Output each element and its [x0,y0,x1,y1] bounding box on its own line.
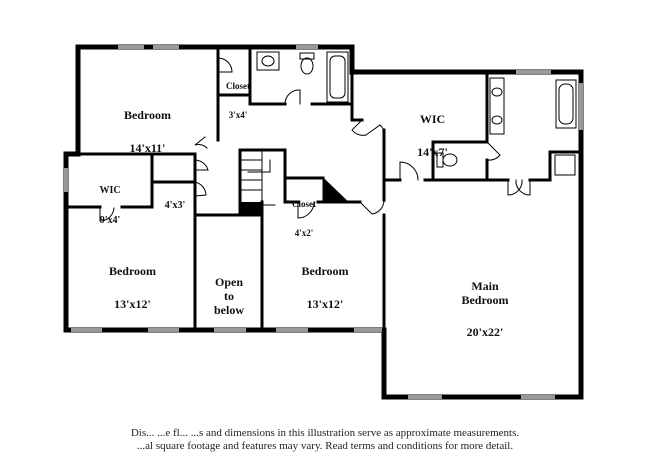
room-bedroom-center: Bedroom 13'x12' [275,247,375,330]
room-main-bedroom: Main Bedroom 20'x22' [430,262,540,359]
room-name: Bedroom [301,264,349,279]
room-name: WIC [419,112,446,127]
room-name: WIC [99,185,121,197]
room-wic-w: WIC 9'x4' [80,167,140,245]
disclaimer: Dis... ...e fl... ...s and dimensions in… [0,427,650,453]
room-closet-nw: Closet 3'x4' [218,63,258,139]
room-name: Closet [226,81,250,92]
room-dimensions: 4'x3' [164,199,186,211]
disclaimer-line-1: Dis... ...e fl... ...s and dimensions in… [130,427,520,439]
room-dimensions: 3'x4' [228,110,248,121]
room-dimensions: 14'x7' [417,144,448,159]
room-bedroom-nw: Bedroom 14'x11' [100,91,195,174]
room-closet-small: 4'x3' [155,163,195,230]
room-name: Bedroom [123,108,172,123]
room-dimensions: 14'x11' [129,140,166,155]
room-dimensions: 13'x12' [306,296,344,311]
room-dimensions: 9'x4' [99,215,121,227]
wall-outer-east [259,69,584,400]
room-closet-center: Closet 4'x2' [285,181,323,257]
room-name: Main Bedroom [461,279,509,308]
room-wic-e: WIC 14'x7' [395,95,470,178]
room-name: Open to below [214,275,244,317]
room-name: Closet [292,199,316,210]
room-open-to-below: Open to below [198,258,260,336]
room-dimensions: 13'x12' [114,296,151,311]
room-name: Bedroom [108,264,157,279]
room-bedroom-sw: Bedroom 13'x12' [85,247,180,330]
room-dimensions: 4'x2' [294,228,314,239]
room-dimensions: 20'x22' [466,325,504,340]
disclaimer-line-2: ...al square footage and features may va… [136,440,514,452]
wall-outer-nw [63,44,265,333]
